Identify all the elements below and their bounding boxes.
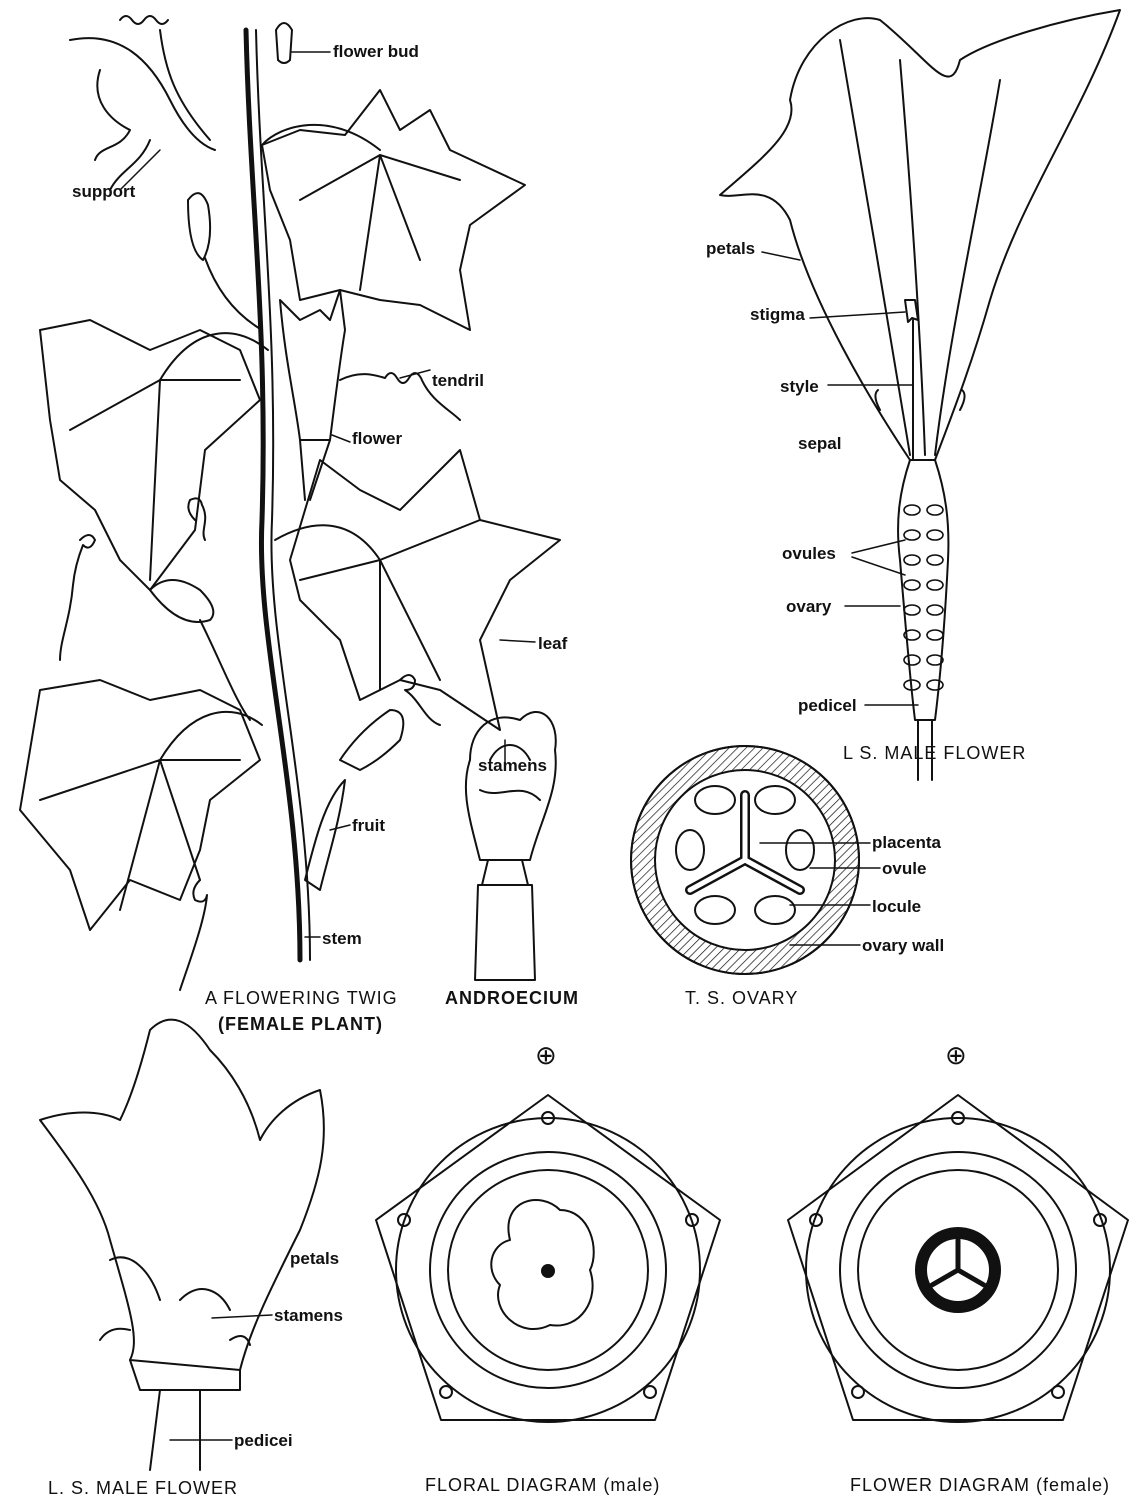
caption-ts-ovary: T. S. OVARY [685,988,798,1009]
actinomorphic-symbol-male: ⊕ [535,1042,557,1068]
caption-floral-male: FLORAL DIAGRAM (male) [425,1475,660,1496]
label-ovule: ovule [882,860,926,877]
ls-male-flower-bottom-drawing [40,1020,324,1470]
label-placenta: placenta [872,834,941,851]
label-sepal: sepal [798,435,841,452]
label-androecium-stamens: stamens [478,757,547,774]
flower-diagram-female-drawing [788,1095,1128,1422]
label-ovules: ovules [782,545,836,562]
caption-twig-line2: (FEMALE PLANT) [218,1014,383,1035]
label-stigma: stigma [750,306,805,323]
label-locule: locule [872,898,921,915]
actinomorphic-symbol-female: ⊕ [945,1042,967,1068]
caption-androecium: ANDROECIUM [445,988,579,1009]
label-petals-ls: petals [706,240,755,257]
label-flower-bud: flower bud [333,43,419,60]
label-pedicel-ls: pedicel [798,697,857,714]
floral-diagram-male-drawing [376,1095,720,1422]
label-fruit: fruit [352,817,385,834]
caption-flower-female: FLOWER DIAGRAM (female) [850,1475,1110,1496]
caption-ls-male-top: L S. MALE FLOWER [843,743,1026,764]
caption-twig-line1: A FLOWERING TWIG [205,988,398,1009]
male-sepal-knobs [398,1112,698,1398]
label-stamens-male: stamens [274,1307,343,1324]
flowering-twig-drawing [20,16,560,990]
label-flower: flower [352,430,402,447]
androecium-drawing [466,712,556,980]
ts-ovary-drawing [631,746,880,974]
label-petals-male: petals [290,1250,339,1267]
label-stem: stem [322,930,362,947]
label-style: style [780,378,819,395]
label-pedicel-male: pedicei [234,1432,293,1449]
label-tendril: tendril [432,372,484,389]
label-support: support [72,183,135,200]
label-ovary: ovary [786,598,831,615]
label-leaf: leaf [538,635,567,652]
caption-ls-male-bottom: L. S. MALE FLOWER [48,1478,238,1499]
label-ovary-wall: ovary wall [862,937,944,954]
